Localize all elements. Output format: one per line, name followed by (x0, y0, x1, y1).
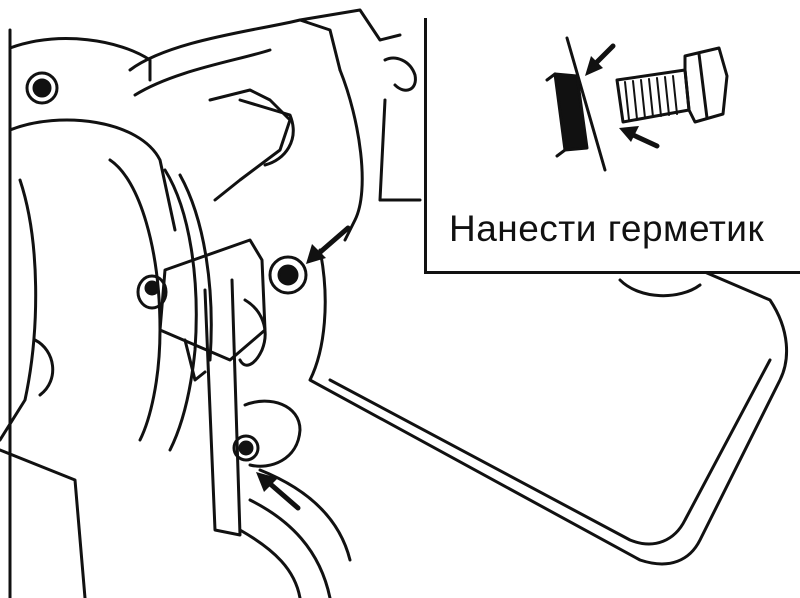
cover-top-edge (128, 18, 342, 72)
nut-section (553, 72, 589, 152)
cover-lug (383, 56, 417, 92)
arrow-sealant-bottom-shaft (628, 131, 660, 149)
panel-section-line (565, 36, 607, 172)
lower-bolt-center (238, 440, 254, 456)
housing-top-contour (8, 37, 152, 82)
lower-bolt-head (232, 434, 260, 462)
housing-inner-contour (8, 118, 177, 232)
arrow-icon (256, 472, 278, 492)
bolt-threads (624, 75, 678, 121)
pulley-arc-2 (163, 168, 198, 452)
cover-top-rib (133, 48, 272, 97)
tensioner-body (158, 238, 267, 362)
cover-top-flange (298, 8, 402, 42)
tensioner-bracket-fold (238, 98, 295, 167)
arrow-icon (306, 244, 326, 264)
housing-boss (33, 338, 55, 397)
cover-rib-right (378, 98, 422, 202)
spring-hook (183, 338, 207, 382)
inset-caption: Нанести герметик (449, 208, 765, 249)
bolt-icon (615, 46, 729, 124)
stud-inner (32, 78, 52, 98)
sealant-detail-inset: Нанести герметик (424, 18, 800, 274)
adjuster-plate (203, 278, 242, 537)
tensioner-bracket-upper (208, 88, 292, 202)
pulley-arc-3 (178, 173, 213, 362)
pulley-lower-arc-2 (238, 528, 302, 598)
cover-right-edge (338, 68, 364, 242)
spring-coil (238, 298, 267, 367)
pulley-lower-arc-3 (258, 468, 352, 562)
housing-bottom-edge (0, 448, 87, 598)
stud-outer (25, 71, 59, 105)
housing-lower-contour (0, 178, 38, 442)
arrow-lower-bolt-shaft (265, 479, 301, 511)
nut-edge (545, 72, 567, 158)
pulley-lower-arc-1 (248, 498, 332, 598)
lower-cover-outline (308, 248, 789, 566)
arrow-icon (585, 56, 603, 76)
pulley-arc-1 (108, 158, 162, 442)
lower-cover-inner (328, 358, 772, 546)
bolt-detail-drawing (545, 36, 729, 172)
lower-mount-boss (243, 399, 302, 468)
bolt-head-edge (697, 52, 709, 120)
lower-cover-notch (618, 278, 702, 298)
arrow-upper-bolt-shaft (315, 225, 351, 257)
tensioner-pivot (136, 274, 168, 310)
arrow-icon (619, 126, 639, 142)
upper-bolt-head (268, 255, 308, 295)
bolt-head (683, 46, 729, 124)
upper-bolt-center (277, 264, 299, 286)
tensioner-pivot-center (144, 280, 160, 296)
